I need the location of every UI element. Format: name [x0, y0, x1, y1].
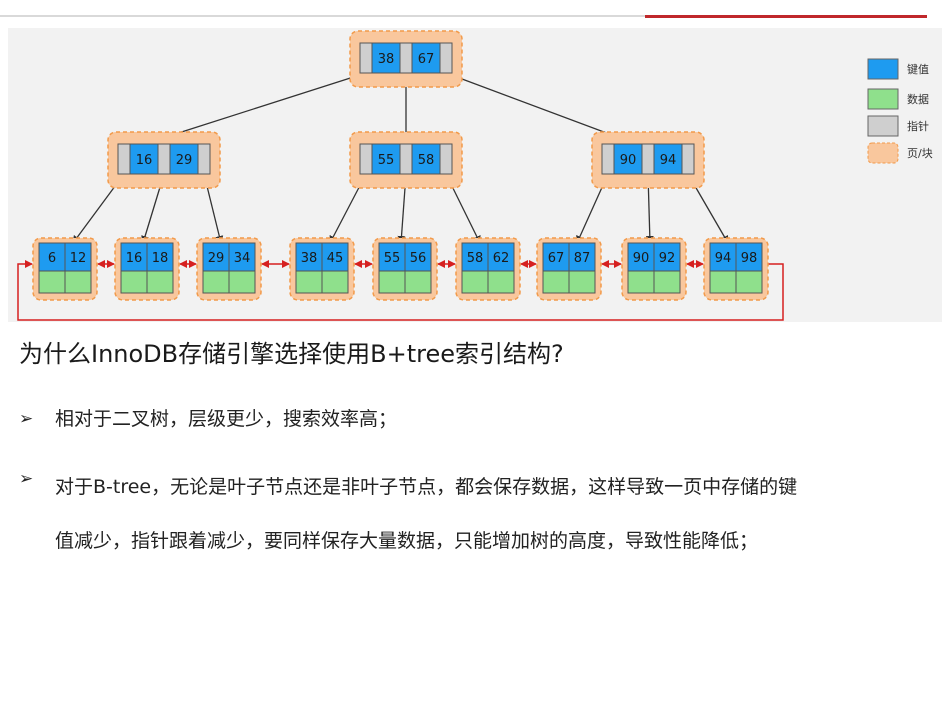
leaf-node-1-key-label: 12: [70, 251, 87, 266]
leaf-node-1-key-label: 6: [48, 251, 56, 266]
leaf-node-5-key-label: 55: [384, 251, 401, 266]
internal-node-2-pointer-cell: [399, 143, 413, 175]
leaf-node-8-key-cell: [653, 242, 681, 272]
legend-label-2: 数据: [907, 92, 929, 106]
legend-label-1: 键值: [907, 62, 929, 76]
leaf-node-7-key-label: 87: [574, 251, 591, 266]
legend-swatch-2: [867, 88, 899, 110]
leaf-node-9-key-label: 98: [741, 251, 758, 266]
leaf-node-3-data-cell: [202, 270, 230, 294]
root-node-pointer-cell: [399, 42, 413, 74]
leaf-node-4-data-cell: [295, 270, 323, 294]
internal-node-2-pointer-cell: [439, 143, 453, 175]
arrow-bullet-icon: ➢: [19, 469, 34, 489]
leaf-node-9-key-label: 94: [715, 251, 732, 266]
arrow-bullet-icon: ➢: [19, 409, 34, 429]
leaf-node-4-key-label: 45: [327, 251, 344, 266]
leaf-node-8-key-label: 90: [633, 251, 650, 266]
leaf-node-2-data-cell: [120, 270, 148, 294]
legend-swatch-1: [867, 58, 899, 80]
legend-label-3: 指针: [907, 119, 929, 133]
internal-node-2-key-cell: [371, 143, 401, 175]
header-divider: [0, 15, 645, 17]
leaf-node-6-data-cell: [487, 270, 515, 294]
leaf-node-3-key-label: 34: [234, 251, 251, 266]
leaf-node-2-key-label: 18: [152, 251, 169, 266]
leaf-node-8-data-cell: [627, 270, 655, 294]
leaf-node-2-data-cell: [146, 270, 174, 294]
leaf-node-3-data-cell: [228, 270, 256, 294]
leaf-node-6-key-label: 62: [493, 251, 510, 266]
internal-node-3-key-cell: [613, 143, 643, 175]
bullet-text-2: 对于B-tree，无论是叶子节点还是非叶子节点，都会保存数据，这样导致一页中存储…: [55, 476, 798, 552]
tree-nodes: 38 67 16 29 55 58 90 94 6 12 16 18 29 34 38 45 55 56 58 62 6…: [32, 30, 933, 301]
leaf-node-9-key-cell: [735, 242, 763, 272]
leaf-node-6-key-cell: [461, 242, 489, 272]
leaf-node-4-key-label: 38: [301, 251, 318, 266]
leaf-node-7-data-cell: [568, 270, 596, 294]
leaf-node-1-key-cell: [38, 242, 66, 272]
leaf-node-6-data-cell: [461, 270, 489, 294]
leaf-node-5-key-cell: [378, 242, 406, 272]
leaf-node-9-data-cell: [709, 270, 737, 294]
leaf-node-2-key-label: 16: [126, 251, 143, 266]
root-node-pointer-cell: [359, 42, 373, 74]
leaf-node-1-data-cell: [64, 270, 92, 294]
internal-node-2-key-label: 58: [418, 153, 435, 168]
leaf-node-6-key-cell: [487, 242, 515, 272]
internal-node-3-pointer-cell: [601, 143, 615, 175]
legend-label-4: 页/块: [907, 147, 933, 160]
leaf-node-9-key-cell: [709, 242, 737, 272]
leaf-node-5-key-label: 56: [410, 251, 427, 266]
leaf-node-1-data-cell: [38, 270, 66, 294]
root-node-key-cell: [371, 42, 401, 74]
leaf-node-9-data-cell: [735, 270, 763, 294]
leaf-node-1-key-cell: [64, 242, 92, 272]
leaf-node-7-key-label: 67: [548, 251, 565, 266]
leaf-node-3-key-label: 29: [208, 251, 225, 266]
root-node-key-label: 67: [418, 52, 435, 67]
leaf-node-5-data-cell: [404, 270, 432, 294]
leaf-node-8-data-cell: [653, 270, 681, 294]
internal-node-2-pointer-cell: [359, 143, 373, 175]
leaf-node-2-key-cell: [120, 242, 148, 272]
leaf-node-5-key-cell: [404, 242, 432, 272]
internal-node-2-key-cell: [411, 143, 441, 175]
root-node-pointer-cell: [439, 42, 453, 74]
internal-node-3-key-label: 94: [660, 153, 677, 168]
leaf-node-6-key-label: 58: [467, 251, 484, 266]
question-title: 为什么InnoDB存储引擎选择使用B+tree索引结构?: [19, 340, 564, 368]
internal-node-2-key-label: 55: [378, 153, 395, 168]
internal-node-1-key-label: 16: [136, 153, 153, 168]
legend-swatch-4: [867, 142, 899, 164]
leaf-node-8-key-label: 92: [659, 251, 676, 266]
internal-node-1-pointer-cell: [197, 143, 211, 175]
leaf-node-7-data-cell: [542, 270, 570, 294]
header-accent-bar: [645, 15, 927, 18]
root-node-key-cell: [411, 42, 441, 74]
root-node-key-label: 38: [378, 52, 395, 67]
internal-node-3-pointer-cell: [641, 143, 655, 175]
internal-node-1-pointer-cell: [157, 143, 171, 175]
bplus-tree-diagram: 38 67 16 29 55 58 90 94 6 12 16 18 29 34 38 45 55 56 58 62 6…: [8, 28, 942, 322]
leaf-node-2-key-cell: [146, 242, 174, 272]
internal-node-3-key-label: 90: [620, 153, 637, 168]
bullet-text-1: 相对于二叉树，层级更少，搜索效率高；: [55, 408, 398, 430]
leaf-node-5-data-cell: [378, 270, 406, 294]
internal-node-3-pointer-cell: [681, 143, 695, 175]
leaf-node-4-data-cell: [321, 270, 349, 294]
internal-node-1-pointer-cell: [117, 143, 131, 175]
legend-swatch-3: [867, 115, 899, 137]
internal-node-1-key-label: 29: [176, 153, 193, 168]
leaf-wrap-link: [17, 260, 784, 321]
bplus-tree-svg: 38 67 16 29 55 58 90 94 6 12 16 18 29 34 38 45 55 56 58 62 6…: [17, 30, 933, 321]
